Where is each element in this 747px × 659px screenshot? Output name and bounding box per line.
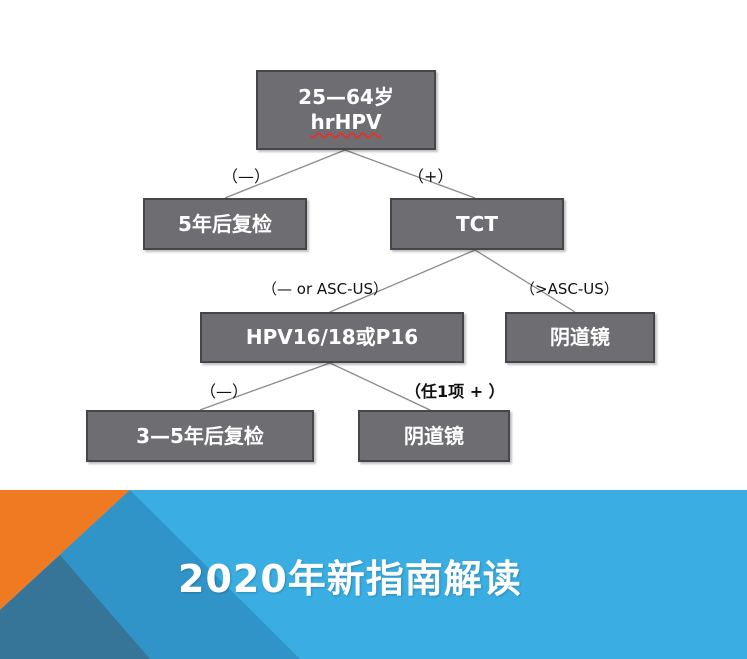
banner-background <box>0 490 747 659</box>
node-hpv1618: HPV16/18或P16 <box>200 312 464 363</box>
title-banner <box>0 490 747 659</box>
node-recheck-5-years: 5年后复检 <box>143 198 307 250</box>
node-colposcopy-bottom-label: 阴道镜 <box>404 423 464 448</box>
root-test-label: hrHPV <box>310 110 382 134</box>
node-recheck-5-years-label: 5年后复检 <box>178 211 272 236</box>
edge-label-tct-positive: （>ASC-US） <box>520 280 619 298</box>
node-colposcopy-right-label: 阴道镜 <box>550 325 610 349</box>
edge-label-hpv-negative: （—） <box>200 382 249 401</box>
edge-hpv-colpo <box>329 362 431 411</box>
edge-tct-hpv <box>329 249 476 313</box>
edge-root-tct <box>344 149 476 199</box>
node-hpv1618-label: HPV16/18或P16 <box>245 325 419 349</box>
edge-label-hpv-positive: （任1项 + ） <box>405 382 505 401</box>
edge-label-root-positive: （+） <box>408 167 454 186</box>
edge-tct-colpo <box>474 249 576 313</box>
root-age-label: 25—64岁 <box>298 85 394 109</box>
node-tct: TCT <box>390 198 564 250</box>
node-tct-label: TCT <box>456 211 498 236</box>
node-root: 25—64岁 hrHPV <box>256 70 436 150</box>
banner-title: 2020年新指南解读 <box>178 557 522 601</box>
edge-label-root-negative: （—） <box>222 167 271 186</box>
edge-label-tct-negative: （— or ASC-US） <box>262 280 389 298</box>
node-colposcopy-bottom: 阴道镜 <box>358 410 510 462</box>
node-recheck-3-5-years: 3—5年后复检 <box>86 410 314 462</box>
connector-lines <box>199 149 576 411</box>
node-colposcopy-right: 阴道镜 <box>505 312 655 363</box>
node-recheck-3-5-years-label: 3—5年后复检 <box>136 423 264 448</box>
flowchart: 25—64岁 hrHPV 5年后复检 TCT HPV16/18或P16 阴道镜 … <box>86 70 655 462</box>
edge-root-recheck <box>224 149 346 199</box>
edge-hpv-recheck35 <box>199 362 331 411</box>
